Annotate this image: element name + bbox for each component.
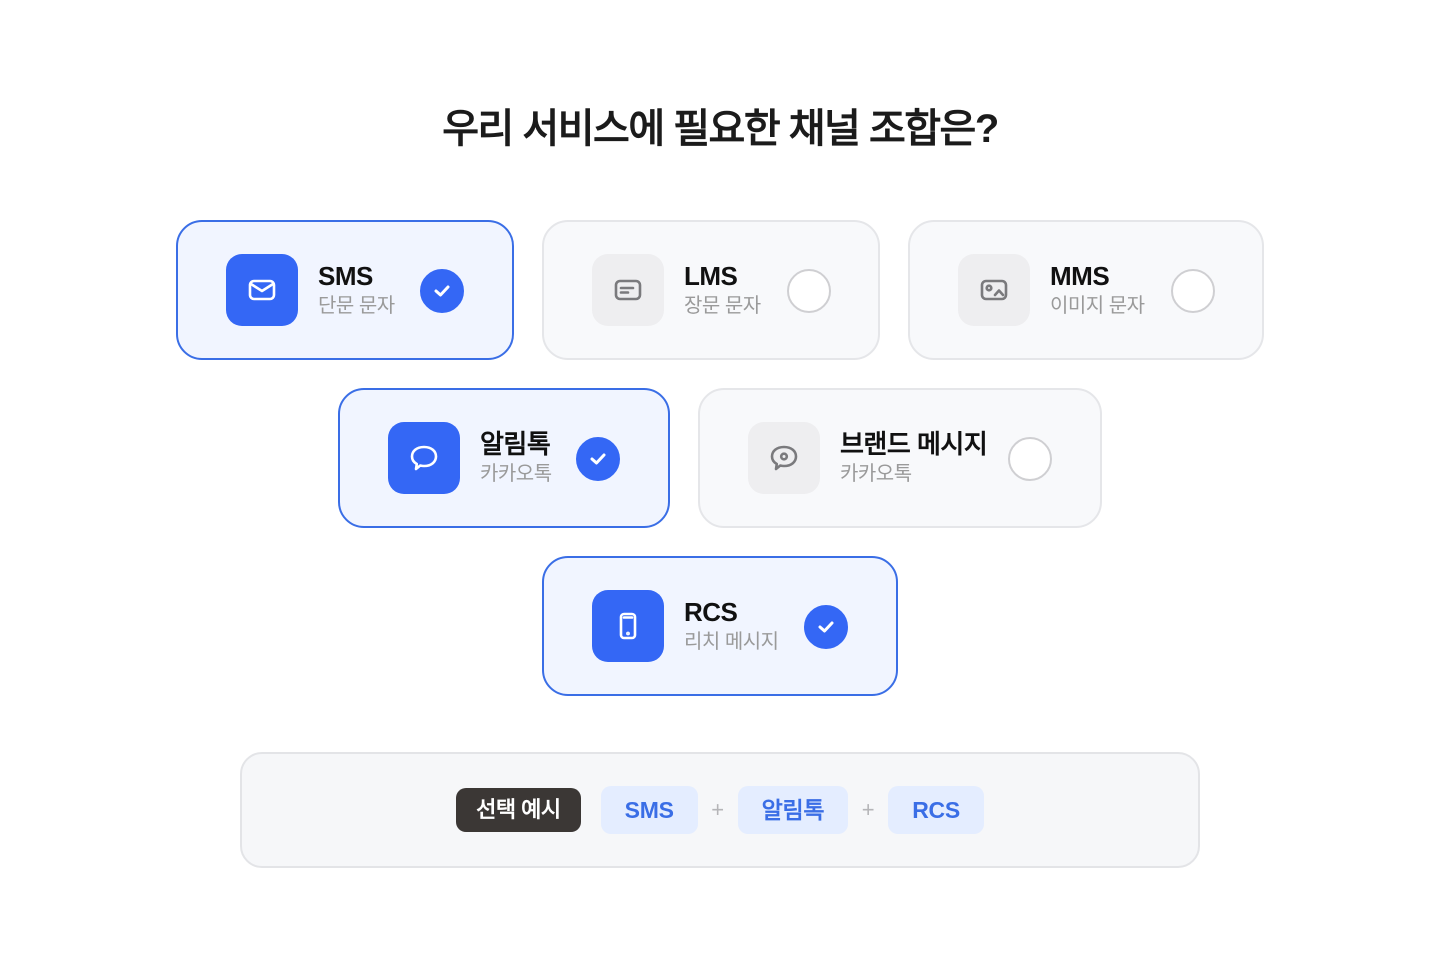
channel-card-alimtalk[interactable]: 알림톡 카카오톡	[338, 388, 670, 528]
channel-title: LMS	[684, 261, 738, 291]
summary-label: 선택 예시	[456, 788, 581, 832]
channel-title: SMS	[318, 261, 373, 291]
checkbox-checked[interactable]	[576, 437, 620, 481]
channel-subtitle: 리치 메시지	[684, 631, 779, 653]
channel-subtitle: 카카오톡	[840, 463, 912, 485]
channel-card-mms[interactable]: MMS 이미지 문자	[908, 220, 1264, 360]
channel-card-rcs[interactable]: RCS 리치 메시지	[542, 556, 898, 696]
plus-separator: +	[861, 797, 875, 822]
plus-separator: +	[711, 797, 725, 822]
channel-card-sms[interactable]: SMS 단문 문자	[176, 220, 514, 360]
smartphone-icon	[592, 590, 664, 662]
image-icon	[958, 254, 1030, 326]
checkbox-unchecked[interactable]	[787, 269, 831, 313]
channel-subtitle: 장문 문자	[684, 295, 761, 317]
channel-subtitle: 카카오톡	[480, 463, 552, 485]
checkbox-checked[interactable]	[804, 605, 848, 649]
checkbox-unchecked[interactable]	[1008, 437, 1052, 481]
channel-subtitle: 이미지 문자	[1050, 295, 1145, 317]
chat-bubble-icon	[388, 422, 460, 494]
channel-card-lms[interactable]: LMS 장문 문자	[542, 220, 880, 360]
checkmark-icon	[434, 285, 450, 297]
channel-title: MMS	[1050, 261, 1110, 291]
channel-title: 브랜드 메시지	[840, 429, 988, 459]
checkbox-unchecked[interactable]	[1171, 269, 1215, 313]
checkmark-icon	[818, 621, 834, 633]
channel-title: 알림톡	[480, 429, 551, 459]
channel-card-brand-message[interactable]: 브랜드 메시지 카카오톡	[698, 388, 1102, 528]
message-card-icon	[592, 254, 664, 326]
chat-bubble-dot-icon	[748, 422, 820, 494]
checkmark-icon	[590, 453, 606, 465]
selection-summary: 선택 예시 SMS + 알림톡 + RCS	[240, 752, 1200, 868]
checkbox-checked[interactable]	[420, 269, 464, 313]
channel-title: RCS	[684, 597, 738, 627]
channel-subtitle: 단문 문자	[318, 295, 395, 317]
page-title: 우리 서비스에 필요한 채널 조합은?	[442, 107, 999, 151]
envelope-icon	[226, 254, 298, 326]
summary-chip-rcs: RCS	[888, 786, 984, 834]
summary-chip-sms: SMS	[600, 786, 698, 834]
summary-chip-alimtalk: 알림톡	[737, 786, 849, 834]
